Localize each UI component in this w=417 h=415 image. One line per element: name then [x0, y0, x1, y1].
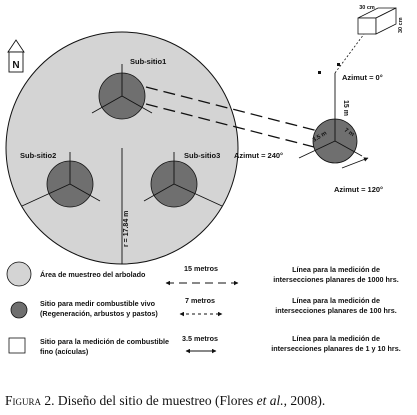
- caption-prefix: Figura 2.: [5, 393, 55, 408]
- legend-row3-desc-1: Línea para la medición de: [292, 334, 380, 343]
- legend-row3-text-1: Sitio para la medición de combustible: [40, 337, 169, 346]
- caption-italic: et al.: [256, 393, 284, 408]
- legend-row2-text-2: (Regeneración, arbustos y pastos): [40, 309, 158, 318]
- legend-row3-desc-2: intersecciones planares de 1 y 10 hrs.: [271, 344, 400, 353]
- legend-row2-text-1: Sitio para medir combustible vivo: [40, 299, 156, 308]
- figure-caption: Figura 2. Diseño del sitio de muestreo (…: [5, 393, 415, 409]
- radius-label: r = 17.84 m: [123, 211, 130, 247]
- fine-fuel-square: [357, 7, 397, 35]
- subsite-3: [143, 152, 223, 208]
- azimut-120-label: Azimut = 120°: [334, 185, 383, 194]
- transect-7-label: 7 m: [343, 128, 355, 139]
- azimut-120-line: [334, 140, 363, 157]
- caption-text-after: , 2008).: [283, 393, 326, 408]
- subsite2-label: Sub-sitio2: [20, 151, 56, 160]
- legend-square-icon: [8, 337, 26, 354]
- connector-line-lower: [145, 103, 319, 149]
- legend-row1-desc-2: intersecciones planares de 1000 hrs.: [273, 275, 398, 284]
- connector-line-upper: [145, 86, 319, 132]
- azimut-0-label: Azimut = 0°: [342, 73, 383, 82]
- legend-large-circle-icon: [6, 261, 32, 287]
- azimut-240-line: [298, 140, 336, 159]
- marker-dot: [318, 71, 321, 74]
- legend-row3-text-2: fino (acículas): [40, 347, 89, 356]
- square-connector: [334, 33, 365, 74]
- subsite-2: [21, 152, 101, 208]
- legend-row1-text: Área de muestreo del arbolado: [40, 270, 146, 279]
- north-label: N: [12, 60, 19, 71]
- azimut-120-arrow: [341, 157, 369, 169]
- square-size-side: 30 cm: [398, 17, 404, 33]
- legend-row3-distance: 3.5 metros: [182, 334, 218, 343]
- subsite3-label: Sub-sitio3: [184, 151, 220, 160]
- legend-row2-desc-1: Línea para la medición de: [292, 296, 380, 305]
- transect-15-label: 15 m: [342, 100, 349, 116]
- legend-row1-distance: 15 metros: [184, 264, 218, 273]
- subsite-1: [91, 64, 153, 120]
- legend-small-circle-icon: [10, 301, 28, 319]
- legend-row1-desc-1: Línea para la medición de: [292, 265, 380, 274]
- azimut-240-label: Azimut = 240°: [234, 151, 283, 160]
- legend-row2-distance: 7 metros: [185, 296, 215, 305]
- north-arrow-icon: N: [7, 39, 25, 73]
- marker-dot: [337, 63, 340, 66]
- caption-text-before: Diseño del sitio de muestreo (Flores: [54, 393, 257, 408]
- square-size-top: 30 cm: [359, 5, 375, 11]
- legend-row2-desc-2: intersecciones planares de 100 hrs.: [275, 306, 396, 315]
- subsite1-label: Sub-sitio1: [130, 57, 166, 66]
